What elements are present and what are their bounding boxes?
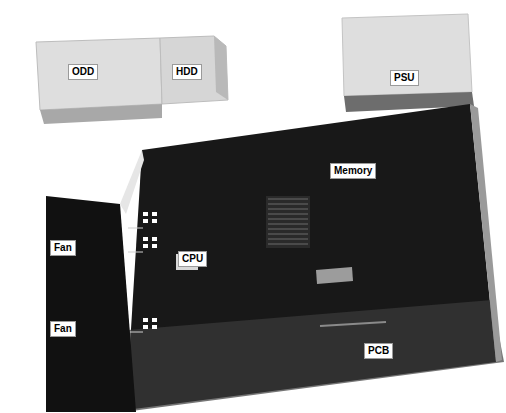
label-text: ODD [72, 66, 94, 78]
label-text: Fan [54, 242, 72, 254]
pcb-board-edge [470, 104, 502, 362]
cpu-socket-grid [266, 196, 310, 248]
hdd-drive [160, 36, 228, 104]
fan-label: Fan [50, 240, 76, 256]
odd-drive-side [40, 104, 162, 124]
fan-label: Fan [50, 321, 76, 337]
psu-box [342, 14, 472, 96]
pcb-board-lower [124, 300, 504, 412]
header-pins [143, 212, 157, 329]
fan-wires [128, 228, 143, 332]
label-text: Fan [54, 323, 72, 335]
label-text: HDD [176, 66, 198, 78]
psu-label: PSU [390, 70, 419, 86]
label-text: CPU [182, 253, 203, 265]
chipset [316, 267, 353, 284]
drive-label: ODD [68, 64, 98, 80]
odd-drive [36, 38, 162, 110]
cpu-label: CPU [178, 251, 207, 267]
expansion-slot [320, 322, 386, 326]
pcb-label: PCB [364, 343, 393, 359]
label-text: PSU [394, 72, 415, 84]
hdd-drive-side [214, 36, 228, 100]
fan-panel-edge [120, 150, 144, 214]
label-text: PCB [368, 345, 389, 357]
drive-label: HDD [172, 64, 202, 80]
label-text: Memory [334, 165, 372, 177]
fan-panel [46, 196, 136, 412]
memory-label: Memory [330, 163, 376, 179]
